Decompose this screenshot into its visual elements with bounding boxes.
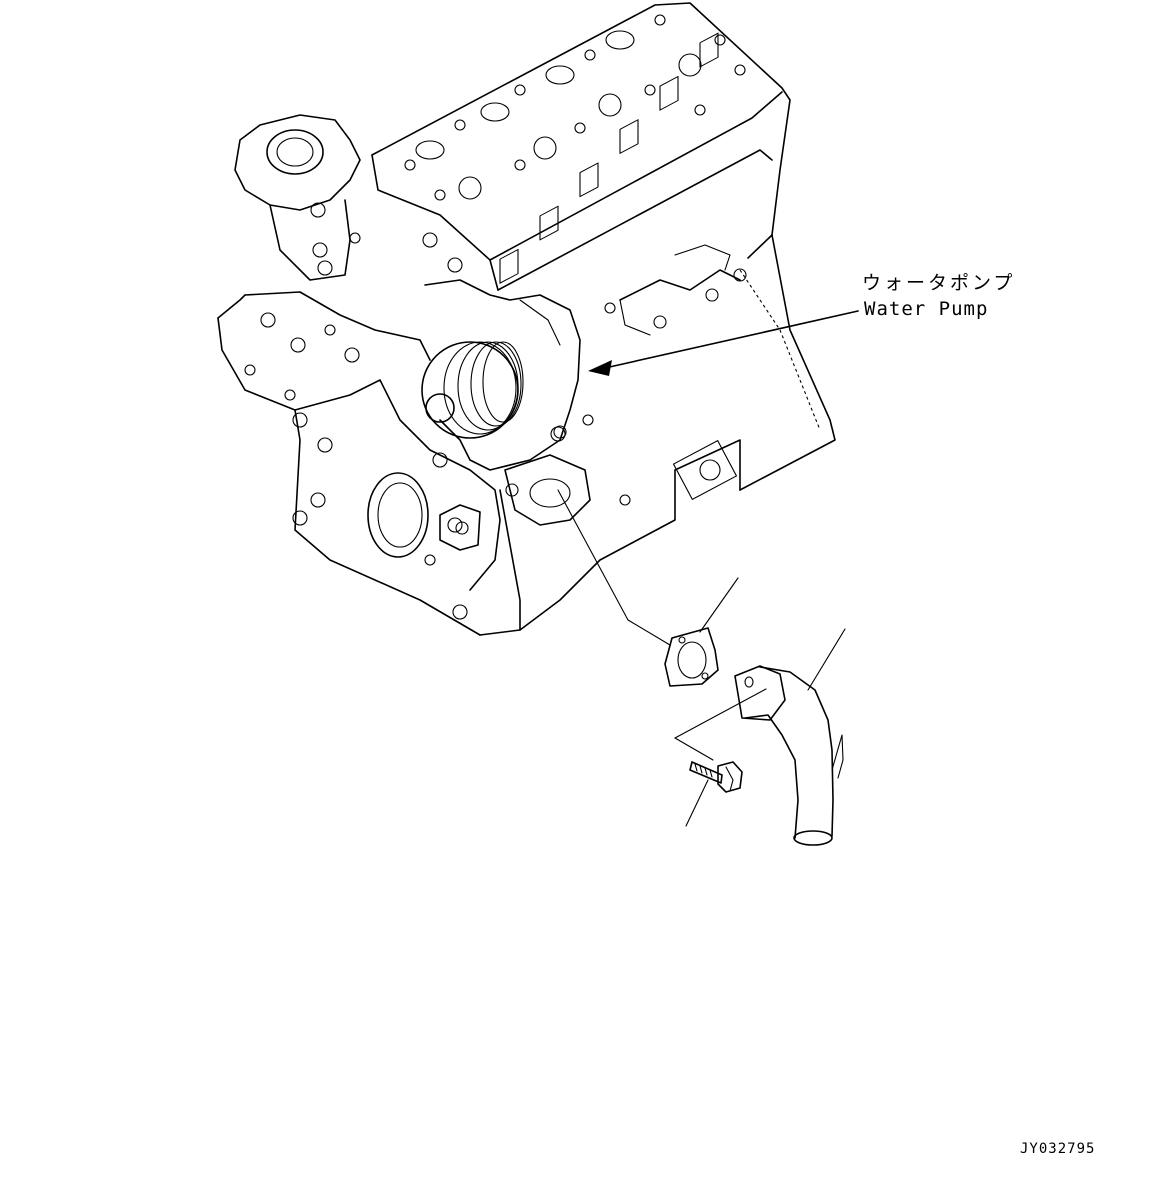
engine-block: [217, 2, 836, 636]
water-pump-label-jp: ウォータポンプ: [862, 272, 1016, 294]
water-pump: [421, 279, 594, 471]
bolt-pipe-leader: [674, 688, 767, 761]
gasket: [557, 489, 739, 687]
drawing-id: JY032795: [1020, 1141, 1096, 1157]
water-pump-label-en: Water Pump: [864, 298, 989, 320]
water-pipe: [734, 628, 846, 846]
bolt: [685, 761, 743, 827]
water-pump-callout-arrow: [588, 310, 859, 376]
